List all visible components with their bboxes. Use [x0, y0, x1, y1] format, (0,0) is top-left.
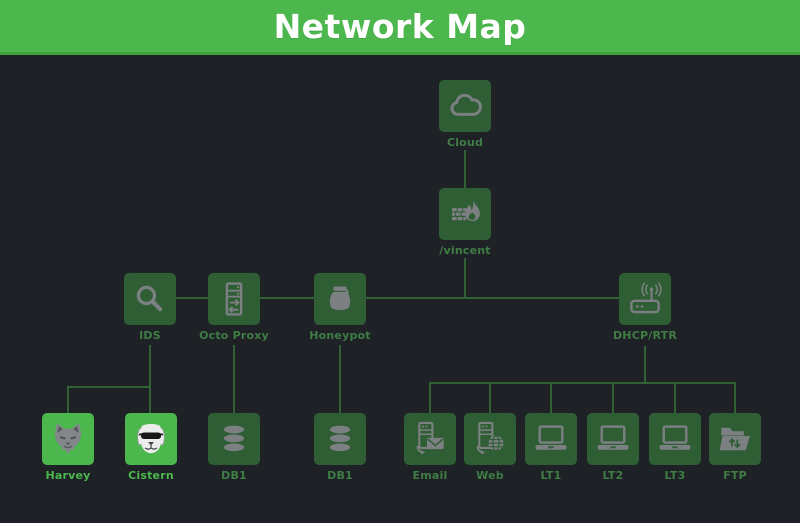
firewall-tile[interactable]	[439, 188, 491, 240]
node-dhcp-rtr: DHCP/RTR	[600, 273, 690, 342]
node-honeypot: Honeypot	[295, 273, 385, 342]
node-label: Cloud	[446, 136, 484, 149]
connector-ids-octo	[176, 297, 208, 299]
node-label: DB1	[221, 469, 247, 482]
node-label: LT3	[664, 469, 686, 482]
email-tile[interactable]	[404, 413, 456, 465]
web-server-icon	[476, 421, 504, 455]
node-cloud: Cloud	[420, 80, 510, 149]
connector-drop-lt3	[674, 382, 676, 413]
node-ids: IDS	[105, 273, 195, 342]
router-tile[interactable]	[619, 273, 671, 325]
router-icon	[630, 282, 662, 314]
node-octo-proxy: Octo Proxy	[189, 273, 279, 342]
connector-drop-lt1	[550, 382, 552, 413]
wolf-icon	[54, 422, 82, 455]
node-label: LT1	[540, 469, 562, 482]
connector-octo-db1	[233, 345, 235, 413]
node-ftp: FTP	[690, 413, 780, 482]
connector-branch-harvey	[67, 386, 151, 388]
connector-drop-harvey	[67, 386, 69, 413]
cistern-tile[interactable]	[125, 413, 177, 465]
ftp-tile[interactable]	[709, 413, 761, 465]
cloud-icon	[450, 93, 482, 116]
cloud-tile[interactable]	[439, 80, 491, 132]
title-bar: Network Map	[0, 0, 800, 55]
connector-drop-ftp	[734, 382, 736, 413]
node-lt3: LT3	[630, 413, 720, 482]
node-label: /vincent	[439, 244, 491, 257]
node-vincent: /vincent	[420, 188, 510, 257]
dog-icon	[137, 423, 165, 454]
connector-lan-bus	[429, 382, 736, 384]
node-label: Harvey	[45, 469, 91, 482]
node-label: Honeypot	[309, 329, 371, 342]
node-cistern: Cistern	[106, 413, 196, 482]
node-web: Web	[445, 413, 535, 482]
node-label: Octo Proxy	[199, 329, 269, 342]
harvey-tile[interactable]	[42, 413, 94, 465]
connector-vincent-bus	[464, 258, 466, 299]
connector-drop-email	[429, 382, 431, 413]
connector-cloud-vincent	[464, 150, 466, 188]
laptop-icon	[597, 425, 629, 450]
proxy-tile[interactable]	[208, 273, 260, 325]
connector-honeypot-db1	[339, 345, 341, 413]
node-label: DB1	[327, 469, 353, 482]
ftp-folder-icon	[719, 427, 750, 451]
page-title: Network Map	[273, 6, 527, 46]
connector-drop-web	[489, 382, 491, 413]
connector-drop-lt2	[612, 382, 614, 413]
node-db1-left: DB1	[189, 413, 279, 482]
node-label: IDS	[139, 329, 161, 342]
db1-tile[interactable]	[314, 413, 366, 465]
connector-dhcp-bus	[644, 346, 646, 384]
honeypot-tile[interactable]	[314, 273, 366, 325]
node-db1-right: DB1	[295, 413, 385, 482]
node-email: Email	[385, 413, 475, 482]
mail-server-icon	[416, 421, 444, 455]
node-harvey: Harvey	[23, 413, 113, 482]
lt2-tile[interactable]	[587, 413, 639, 465]
firewall-icon	[451, 200, 480, 222]
db1-tile[interactable]	[208, 413, 260, 465]
lt3-tile[interactable]	[649, 413, 701, 465]
ids-tile[interactable]	[124, 273, 176, 325]
connector-honeypot-dhcp	[366, 297, 619, 299]
connector-ids-cistern	[149, 345, 151, 413]
laptop-icon	[659, 425, 691, 450]
laptop-icon	[535, 425, 567, 450]
node-lt2: LT2	[568, 413, 658, 482]
connector-octo-honeypot	[260, 297, 314, 299]
node-lt1: LT1	[506, 413, 596, 482]
proxy-server-icon	[225, 282, 243, 316]
node-label: Cistern	[128, 469, 174, 482]
node-label: Web	[476, 469, 504, 482]
database-icon	[223, 425, 245, 452]
node-label: FTP	[723, 469, 747, 482]
database-icon	[329, 425, 351, 452]
node-label: DHCP/RTR	[612, 329, 678, 342]
lt1-tile[interactable]	[525, 413, 577, 465]
node-label: LT2	[602, 469, 624, 482]
node-label: Email	[412, 469, 448, 482]
search-icon	[136, 285, 163, 312]
web-tile[interactable]	[464, 413, 516, 465]
honeypot-icon	[329, 286, 351, 310]
